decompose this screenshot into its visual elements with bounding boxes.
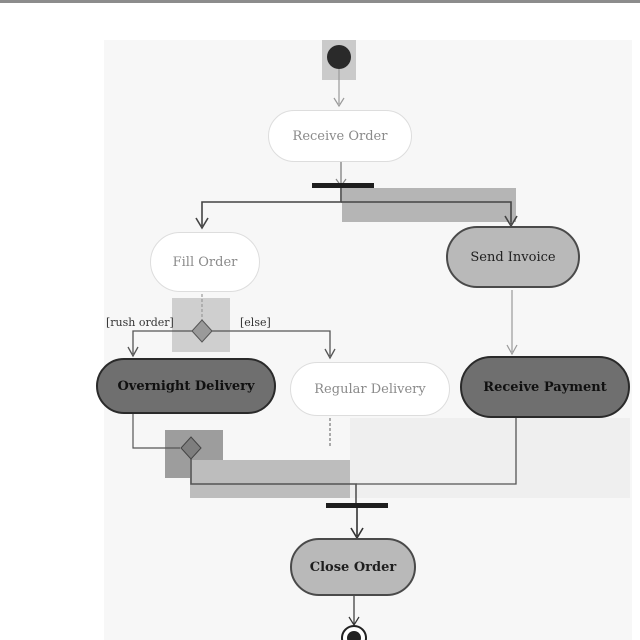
guard-rush-order: [rush order]: [106, 316, 174, 329]
action-receive-payment[interactable]: Receive Payment: [460, 356, 630, 418]
action-receive-payment-label: Receive Payment: [483, 379, 607, 395]
action-regular-delivery[interactable]: Regular Delivery: [290, 362, 450, 416]
decision-node: [191, 319, 213, 343]
arrowhead-fill-order: [195, 217, 209, 230]
highlight-fork-region: [342, 188, 516, 222]
arrowhead-payment: [506, 344, 518, 356]
edge-merge-to-join: [190, 459, 357, 503]
edge-overnight-to-merge: [132, 414, 180, 449]
action-send-invoice-label: Send Invoice: [470, 249, 556, 265]
action-regular-delivery-label: Regular Delivery: [314, 381, 426, 397]
edge-fork-to-fill-order: [201, 188, 342, 226]
join-bar: [326, 503, 388, 508]
action-close-order-label: Close Order: [309, 559, 397, 575]
fork-bar: [312, 183, 374, 188]
action-overnight-delivery-label: Overnight Delivery: [117, 378, 255, 394]
arrowhead-receive: [333, 97, 345, 108]
highlight-merge-line-region: [190, 460, 358, 498]
action-close-order[interactable]: Close Order: [290, 538, 416, 596]
arrowhead-overnight: [127, 346, 139, 358]
guard-else: [else]: [240, 316, 271, 329]
edge-decision-to-overnight: [132, 330, 192, 354]
final-node-dot: [347, 631, 361, 640]
window-top-border: [0, 0, 640, 3]
initial-node: [327, 45, 351, 69]
action-send-invoice[interactable]: Send Invoice: [446, 226, 580, 288]
action-overnight-delivery[interactable]: Overnight Delivery: [96, 358, 276, 414]
action-receive-order[interactable]: Receive Order: [268, 110, 412, 162]
edge-decision-to-regular: [212, 330, 331, 356]
action-fill-order[interactable]: Fill Order: [150, 232, 260, 292]
edge-fork-to-send-invoice: [341, 201, 512, 224]
edge-payment-to-join: [356, 418, 517, 485]
action-receive-order-label: Receive Order: [292, 128, 388, 144]
arrowhead-regular: [324, 348, 336, 360]
action-fill-order-label: Fill Order: [172, 254, 238, 270]
highlight-regular-region: [350, 418, 630, 498]
